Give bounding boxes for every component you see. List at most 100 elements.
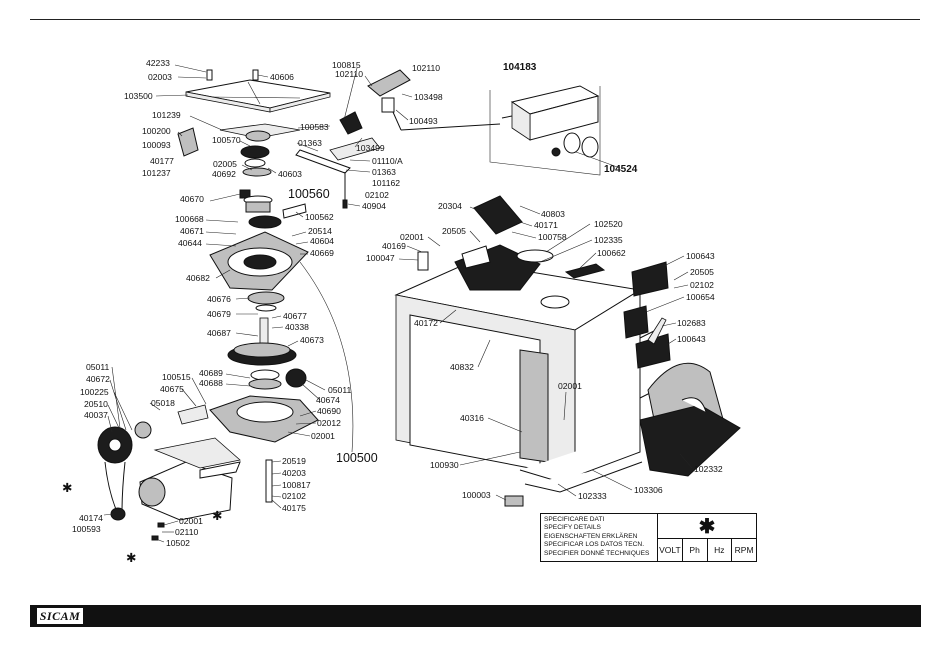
part-labels: 42233 02003 40606 103500 100815 102110 1… <box>72 58 723 548</box>
worm-shaft-40675 <box>177 404 209 425</box>
label-40803: 40803 <box>541 209 565 219</box>
motor-markers: ✱ ✱ ✱ <box>62 481 223 565</box>
label-104183: 104183 <box>503 62 537 73</box>
label-101162: 101162 <box>372 178 400 188</box>
label-40677: 40677 <box>283 311 307 321</box>
block-100493 <box>381 97 395 113</box>
label-40672: 40672 <box>86 374 110 384</box>
spec-line: SPECIFICAR LOS DATOS TECN. <box>544 541 645 549</box>
motor-cover <box>153 437 241 469</box>
label-20505-b: 20505 <box>690 267 714 277</box>
label-40172: 40172 <box>414 318 438 328</box>
pad-100643-top <box>631 261 669 297</box>
side-panel-40316 <box>519 349 549 463</box>
label-02110: 02110 <box>175 527 198 537</box>
seat-cover-assembly <box>639 362 741 477</box>
label-100515: 100515 <box>162 372 191 382</box>
exploded-parts-diagram: 42233 02003 40606 103500 100815 102110 1… <box>62 58 741 565</box>
spec-line: EIGENSCHAFTEN ERKLÄREN <box>544 532 638 540</box>
label-20519: 20519 <box>282 456 306 466</box>
label-101237: 101237 <box>142 168 171 178</box>
label-40606: 40606 <box>270 72 294 82</box>
label-40690: 40690 <box>317 406 341 416</box>
label-40177: 40177 <box>150 156 174 166</box>
label-40316: 40316 <box>460 413 484 423</box>
label-100003: 100003 <box>462 490 491 500</box>
label-40037: 40037 <box>84 410 108 420</box>
label-102332: 102332 <box>694 464 723 474</box>
label-40671: 40671 <box>180 226 204 236</box>
spec-col-volt: VOLT <box>658 539 683 561</box>
label-40832: 40832 <box>450 362 474 372</box>
label-102333: 102333 <box>578 491 607 501</box>
spec-line: SPECIFICARE DATI <box>544 516 605 523</box>
label-103498: 103498 <box>414 92 443 102</box>
cylinder-inset <box>489 85 601 176</box>
label-100817: 100817 <box>282 480 311 490</box>
spring-coil <box>240 145 270 159</box>
label-40679: 40679 <box>207 309 231 319</box>
spec-fields: ✱ VOLT Ph Hz RPM <box>658 514 756 561</box>
label-40670: 40670 <box>180 194 204 204</box>
label-01363-b: 01363 <box>372 167 396 177</box>
label-40669: 40669 <box>310 248 334 258</box>
label-05011-b: 05011 <box>328 385 351 395</box>
label-102110: 102110 <box>335 69 363 79</box>
label-20304: 20304 <box>438 201 462 211</box>
label-40174: 40174 <box>79 513 103 523</box>
label-40171: 40171 <box>534 220 558 230</box>
label-40603: 40603 <box>278 169 302 179</box>
bearing-100560 <box>248 215 282 229</box>
label-20510: 20510 <box>84 399 108 409</box>
label-02005: 02005 <box>213 159 237 169</box>
label-20505: 20505 <box>442 226 466 236</box>
spring-stack <box>265 459 273 503</box>
label-02003: 02003 <box>148 72 172 82</box>
bolt-42233 <box>206 69 213 81</box>
label-40675: 40675 <box>160 384 184 394</box>
label-40169: 40169 <box>382 241 406 251</box>
spec-line: SPECIFIER DONNÉ TECHNIQUES <box>544 549 650 557</box>
label-20514: 20514 <box>308 226 332 236</box>
label-100500: 100500 <box>336 451 378 465</box>
bearing-40676 <box>247 291 285 305</box>
label-100562: 100562 <box>305 212 334 222</box>
label-02102-c: 02102 <box>690 280 714 290</box>
top-rule <box>30 19 920 20</box>
label-102110-b: 102110 <box>412 63 440 73</box>
pad-100662 <box>564 263 606 279</box>
label-40687: 40687 <box>207 328 231 338</box>
label-40673: 40673 <box>300 335 324 345</box>
pad-20304 <box>473 195 523 235</box>
label-104524: 104524 <box>604 164 638 175</box>
label-40338: 40338 <box>285 322 309 332</box>
asterisk-marker: ✱ <box>658 514 756 539</box>
label-100758: 100758 <box>538 232 567 242</box>
top-plate-assembly <box>177 69 351 209</box>
spec-col-hz: Hz <box>708 539 733 561</box>
label-100093: 100093 <box>142 140 171 150</box>
cabinet-body <box>394 261 661 507</box>
cabinet-top-items <box>417 195 671 369</box>
label-01110a: 01110/A <box>372 156 403 166</box>
sicam-logo: SICAM <box>37 608 83 624</box>
spec-columns: VOLT Ph Hz RPM <box>658 539 756 561</box>
label-05011: 05011 <box>86 362 109 372</box>
label-100570: 100570 <box>212 135 241 145</box>
lever-102110 <box>367 69 411 97</box>
pad-100654 <box>623 305 649 339</box>
asterisk-marker: ✱ <box>62 481 73 495</box>
label-102683: 102683 <box>677 318 706 328</box>
label-02012: 02012 <box>317 418 341 428</box>
label-40674: 40674 <box>316 395 340 405</box>
asterisk-marker: ✱ <box>212 509 223 523</box>
footer-bar: SICAM <box>30 605 921 627</box>
label-40604: 40604 <box>310 236 334 246</box>
label-42233: 42233 <box>146 58 170 68</box>
label-40692: 40692 <box>212 169 236 179</box>
label-100930: 100930 <box>430 460 459 470</box>
foot-100003 <box>504 495 524 507</box>
oil-seal-40674 <box>285 368 307 388</box>
label-100583: 100583 <box>300 122 329 132</box>
label-40644: 40644 <box>178 238 202 248</box>
